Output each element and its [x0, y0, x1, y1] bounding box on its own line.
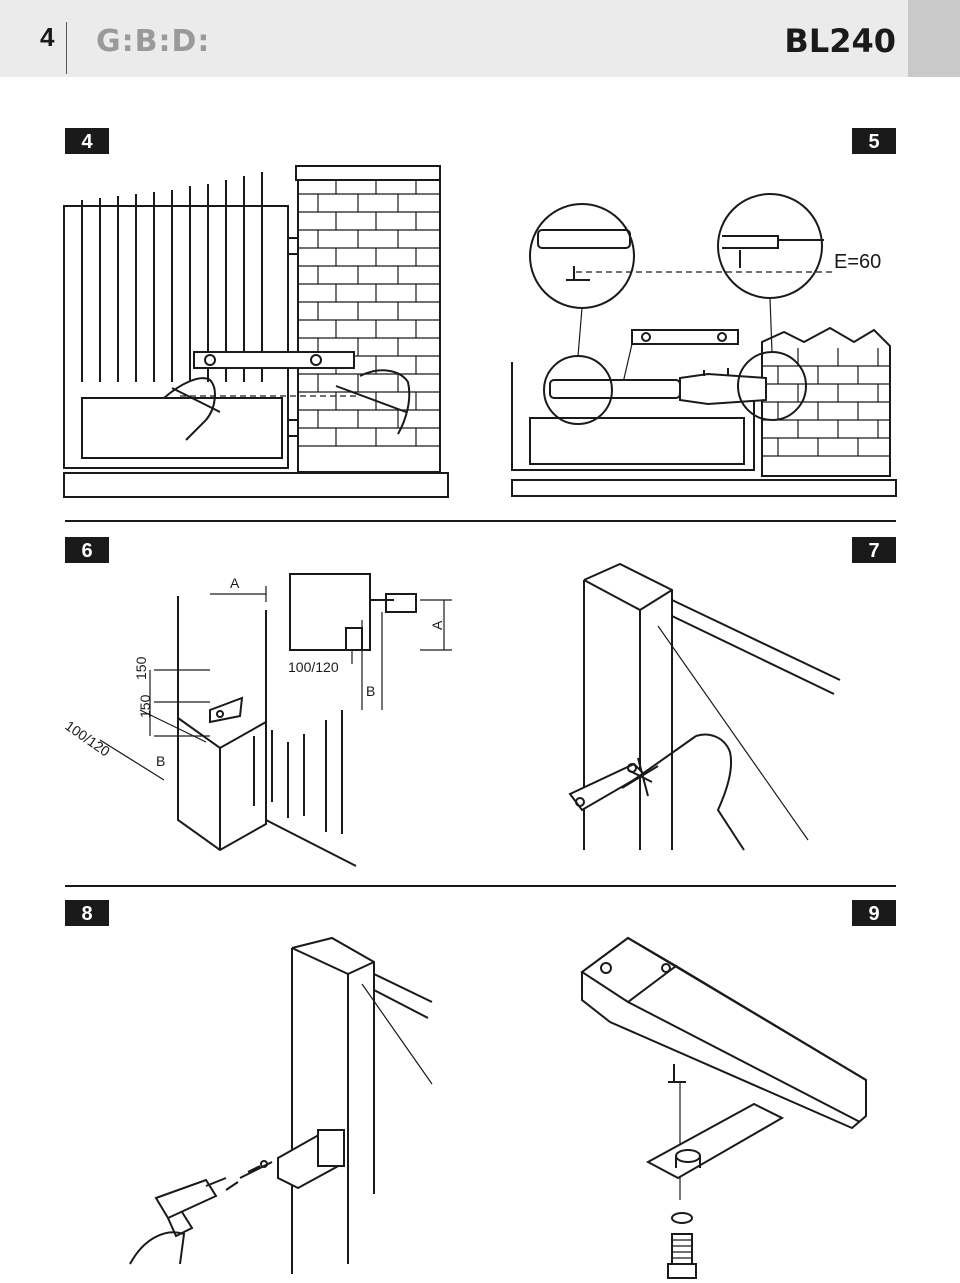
- page-header: 4 G:B:D: BL240: [0, 0, 960, 77]
- figure-7-illustration: [568, 562, 841, 851]
- figure-4-illustration: [63, 165, 449, 498]
- figure-9-badge: 9: [852, 900, 896, 926]
- brand-logo: G:B:D:: [96, 24, 211, 59]
- header-separator: [66, 22, 67, 74]
- dim-a-side: A: [429, 620, 445, 630]
- dim-a-top: A: [230, 575, 240, 591]
- header-side-tab: [908, 0, 960, 77]
- dim-100-120-side: 100/120: [62, 717, 113, 759]
- figure-5-badge: 5: [852, 128, 896, 154]
- figure-9-illustration: [580, 936, 867, 1279]
- figure-6-badge: 6: [65, 537, 109, 563]
- dim-150-upper: 150: [133, 656, 149, 680]
- section-divider: [65, 520, 896, 522]
- dim-100-120-top: 100/120: [288, 659, 339, 675]
- figure-8-illustration: [129, 936, 433, 1274]
- dim-b-top: B: [366, 683, 375, 699]
- section-divider: [65, 885, 896, 887]
- model-code: BL240: [784, 22, 896, 60]
- page-number: 4: [40, 22, 55, 52]
- figure-7-badge: 7: [852, 537, 896, 563]
- dim-b-bottom: B: [156, 753, 165, 769]
- measure-label-e60: E=60: [834, 251, 881, 273]
- figure-4-badge: 4: [65, 128, 109, 154]
- figure-5-illustration: E=60: [511, 193, 897, 497]
- dim-150-lower: 150: [137, 694, 153, 718]
- figure-8-badge: 8: [65, 900, 109, 926]
- figure-6-illustration: 150 150 100/120 B A A 100/120 B: [62, 573, 452, 867]
